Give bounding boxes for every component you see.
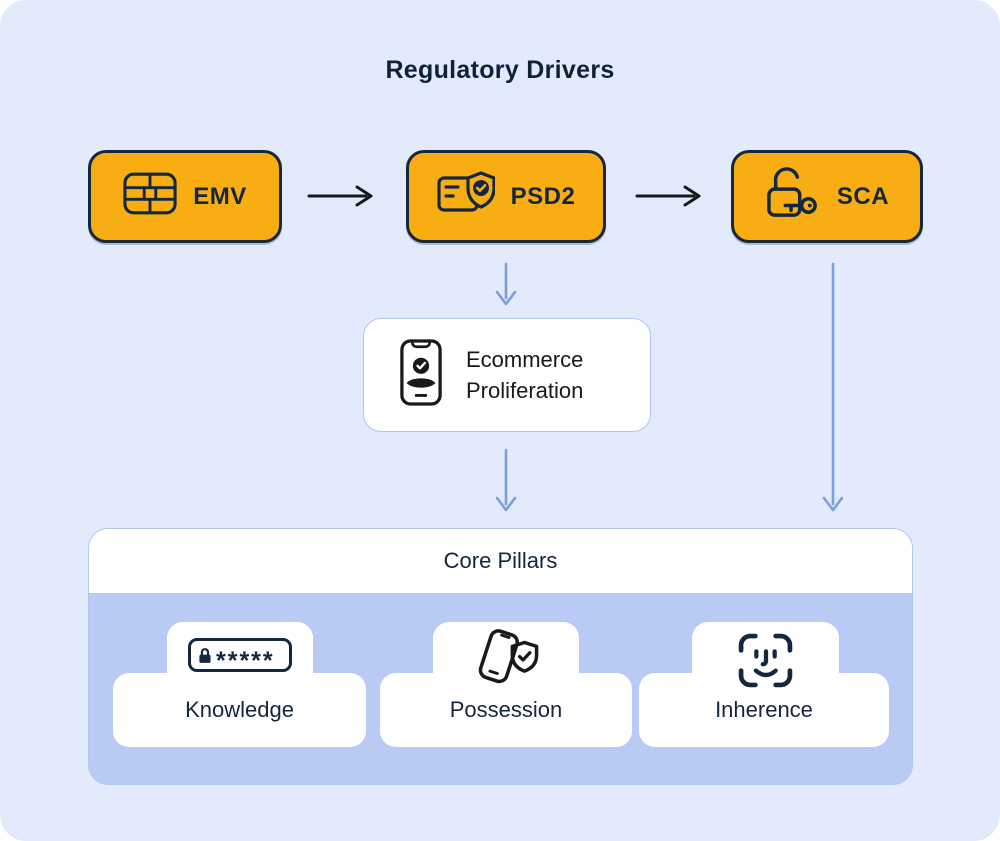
arrow-psd2-to-sca [635,185,701,207]
sca-node: SCA [731,150,923,243]
knowledge-label: Knowledge [185,697,294,722]
ecommerce-node: Ecommerce Proliferation [363,318,651,432]
emv-label: EMV [193,182,247,210]
possession-label: Possession [449,697,563,722]
phone-user-check-icon [400,339,442,411]
inherence-card: Inherence [639,673,889,747]
core-pillars-title: Core Pillars [89,529,912,593]
arrow-sca-to-core-pillars [822,262,844,512]
chip-card-icon [123,172,177,222]
possession-card: Possession [380,673,632,747]
diagram-title: Regulatory Drivers [385,56,615,84]
emv-node: EMV [88,150,282,243]
ecommerce-label: Ecommerce Proliferation [466,344,583,406]
ecommerce-label-line2: Proliferation [466,378,584,403]
possession-icon-tab [433,622,579,678]
psd2-node: PSD2 [406,150,606,243]
psd2-label: PSD2 [510,182,576,210]
arrow-psd2-to-ecommerce [495,262,517,306]
arrow-ecommerce-to-core-pillars [495,448,517,512]
ecommerce-label-line1: Ecommerce [466,347,584,372]
open-padlock-key-icon [765,167,821,226]
sca-label: SCA [836,182,890,210]
card-shield-check-icon [437,170,496,223]
inherence-icon-tab [692,622,839,678]
knowledge-icon-tab [167,622,313,678]
arrow-emv-to-psd2 [307,185,373,207]
knowledge-card: Knowledge [113,673,366,747]
inherence-label: Inherence [715,697,813,722]
